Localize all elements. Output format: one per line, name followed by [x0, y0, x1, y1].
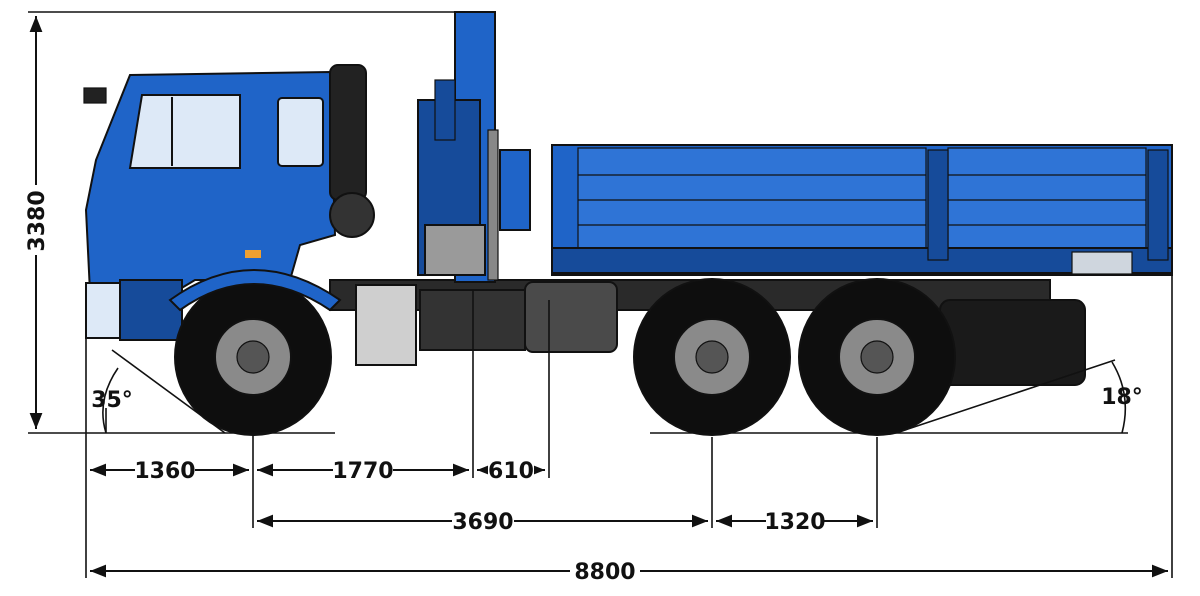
front-wheel [174, 278, 332, 436]
front-overhang-label: 1360 [134, 459, 195, 484]
cargo-bed [551, 144, 1173, 276]
front-fender [168, 269, 342, 312]
rear-wheel-1 [633, 278, 791, 436]
wheelbase-label: 3690 [452, 510, 513, 535]
approach-angle-label: 35° [91, 388, 133, 413]
cab-to-crane-label: 1770 [332, 459, 393, 484]
air-tank [355, 284, 417, 366]
truck-illustration [83, 11, 1173, 436]
rear-underride [939, 299, 1086, 386]
height-label: 3380 [25, 190, 50, 251]
axle-spacing-label: 1320 [764, 510, 825, 535]
dimension-lines [22, 11, 1173, 585]
crane [417, 11, 531, 283]
departure-angle-label: 18° [1101, 385, 1143, 410]
overall-length-label: 8800 [574, 560, 635, 585]
rear-wheel-2 [798, 278, 956, 436]
cab [83, 64, 375, 341]
crane-width-label: 610 [488, 459, 534, 484]
fuel-tank [524, 281, 618, 353]
